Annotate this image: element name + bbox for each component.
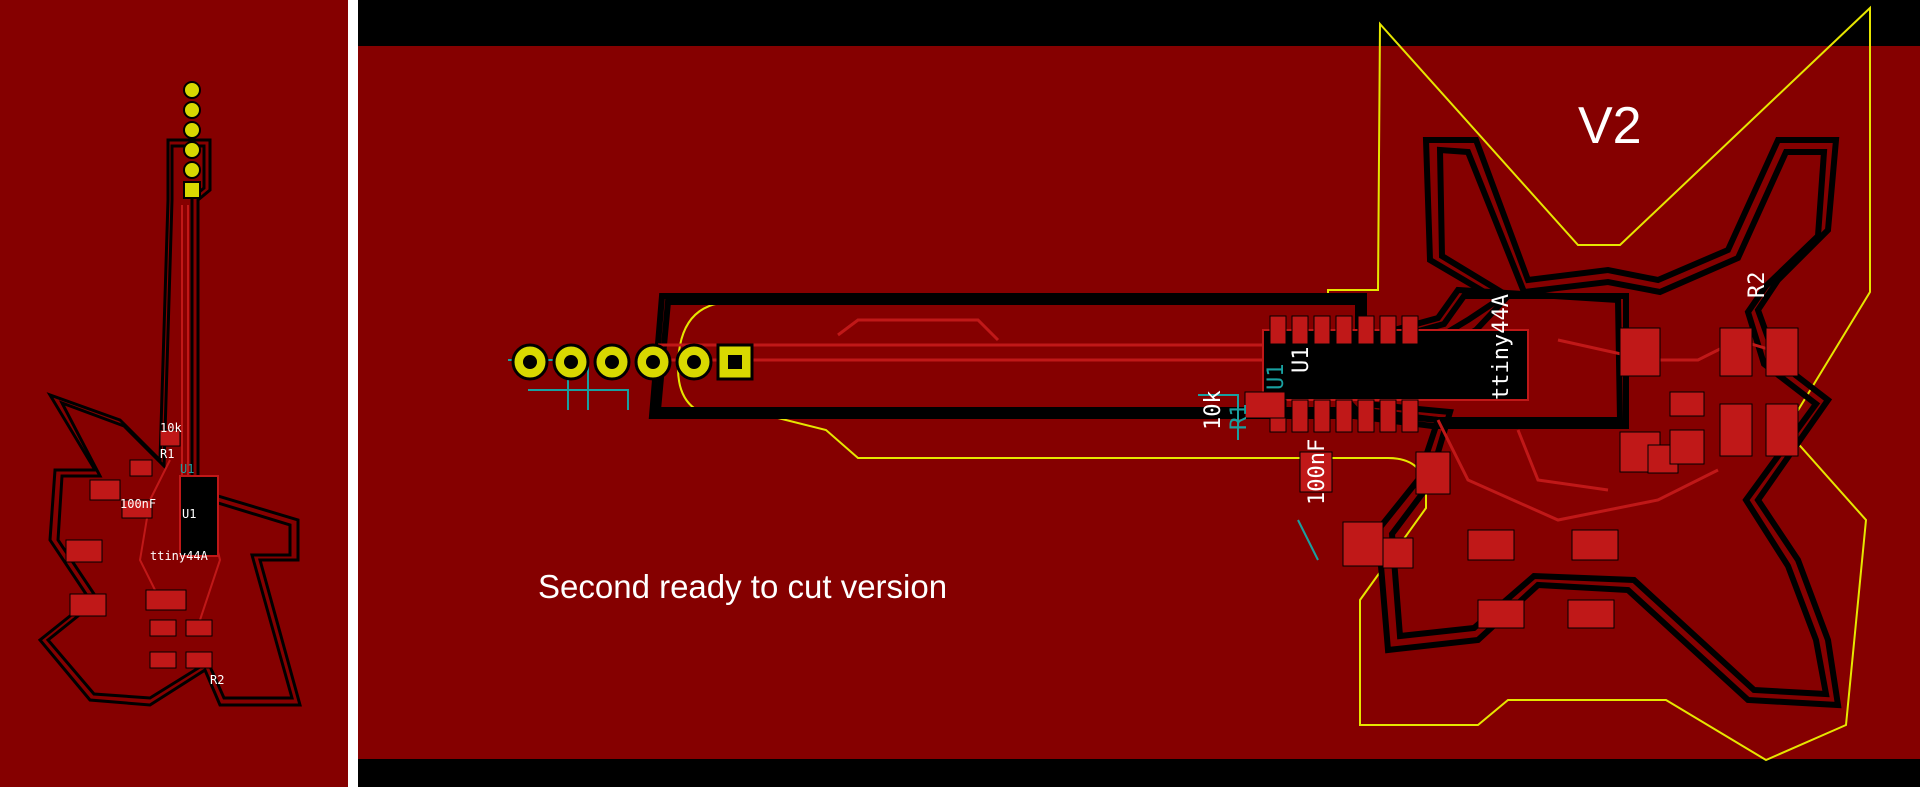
overview-pin-6 bbox=[183, 181, 201, 199]
overview-chip bbox=[179, 475, 219, 557]
board-detail-canvas: U1 U1 ttiny44A 10k R1 100nF R2 bbox=[508, 5, 1871, 762]
board-note: Second ready to cut version bbox=[538, 568, 948, 605]
overview-pin-5 bbox=[183, 161, 201, 179]
overview-silkscreen: 10k R1 U1 U1 100nF ttiny44A R2 bbox=[120, 421, 224, 687]
label-r2-ref: R2 bbox=[1745, 272, 1770, 299]
board-detail-area bbox=[358, 46, 1920, 759]
header-pin-6 bbox=[716, 343, 754, 381]
overview-label-r-value: 10k bbox=[160, 421, 182, 435]
overview-pin-1 bbox=[183, 81, 201, 99]
silkscreen-labels: U1 U1 ttiny44A 10k R1 100nF R2 bbox=[1201, 272, 1770, 506]
label-r-ref: R1 bbox=[1227, 404, 1252, 431]
board-overview-panel[interactable]: 10k R1 U1 U1 100nF ttiny44A R2 bbox=[0, 0, 348, 787]
overview-pin-4 bbox=[183, 141, 201, 159]
overview-label-part: ttiny44A bbox=[150, 549, 209, 563]
label-part: ttiny44A bbox=[1489, 294, 1514, 400]
label-u-ref-a: U1 bbox=[1289, 347, 1314, 374]
overview-pin-3 bbox=[183, 121, 201, 139]
version-label: V2 bbox=[1578, 97, 1642, 155]
label-u-ref-b: U1 bbox=[1264, 364, 1289, 391]
overview-label-u-ref2: U1 bbox=[182, 507, 196, 521]
overview-pads bbox=[65, 429, 213, 669]
smd-pads bbox=[1244, 327, 1799, 629]
label-r-value: 10k bbox=[1201, 390, 1226, 430]
board-detail-panel[interactable]: U1 U1 ttiny44A 10k R1 100nF R2 V2 Second… bbox=[358, 0, 1920, 787]
overview-header-pins bbox=[183, 81, 201, 199]
overview-pin-2 bbox=[183, 101, 201, 119]
label-c-value: 100nF bbox=[1305, 439, 1330, 505]
panel-divider bbox=[348, 0, 358, 787]
overview-label-c-value: 100nF bbox=[120, 497, 156, 511]
overview-label-u-ref: U1 bbox=[180, 462, 194, 476]
header-pins bbox=[511, 343, 754, 381]
overview-label-r2-ref: R2 bbox=[210, 673, 224, 687]
board-overview-canvas: 10k R1 U1 U1 100nF ttiny44A R2 bbox=[37, 81, 302, 707]
overview-label-r-ref: R1 bbox=[160, 447, 174, 461]
overview-copper-outline bbox=[37, 138, 302, 707]
